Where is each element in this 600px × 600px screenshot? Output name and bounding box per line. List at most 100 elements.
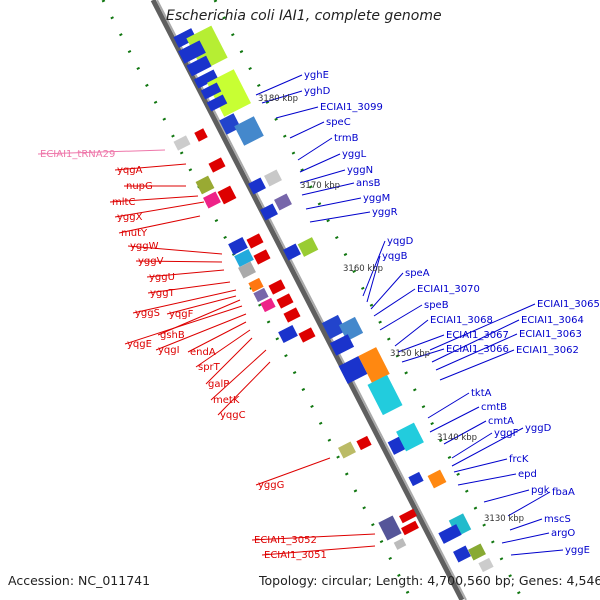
forward-gene-connector — [451, 427, 524, 467]
topology-text: Topology: circular; Length: 4,700,560 bp… — [259, 573, 600, 588]
forward-gene-connector — [299, 153, 341, 173]
reverse-gene-label: yggX — [117, 212, 143, 223]
forward-gene-connector — [435, 333, 518, 371]
trna-connector — [37, 149, 166, 155]
reverse-gene-connector — [217, 361, 271, 416]
genome-title: Escherichia coli IAI1, complete genome — [166, 8, 442, 24]
reverse-gene-block — [393, 538, 407, 550]
feature-layer — [173, 25, 494, 573]
forward-gene-block — [468, 543, 486, 561]
reverse-gene-connector — [135, 260, 223, 263]
reverse-gene-block — [246, 233, 264, 249]
forward-gene-label: yggM — [363, 193, 390, 204]
forward-gene-label: speC — [326, 117, 351, 128]
reverse-gene-label: yggT — [150, 288, 176, 299]
forward-gene-connector — [443, 420, 487, 445]
reverse-gene-connector — [261, 545, 376, 556]
reverse-gene-label: yggW — [130, 241, 159, 252]
reverse-gene-block — [194, 128, 208, 142]
reverse-gene-connector — [114, 163, 187, 171]
forward-gene-connector — [379, 304, 423, 331]
forward-gene-block — [264, 169, 282, 187]
forward-gene-label: yghD — [304, 86, 331, 97]
reverse-gene-label: sprT — [198, 362, 221, 373]
reverse-gene-connector — [166, 295, 237, 315]
forward-gene-label: fbaA — [552, 487, 575, 498]
forward-gene-connector — [366, 255, 381, 303]
forward-gene-connector — [297, 137, 333, 161]
reverse-gene-block — [208, 157, 226, 173]
position-tick-label: 3140 kbp — [437, 433, 477, 443]
reverse-gene-block — [248, 277, 264, 293]
forward-gene-block — [178, 40, 206, 64]
forward-gene-label: ECIAI1_3068 — [430, 315, 493, 326]
reverse-gene-block — [228, 237, 248, 255]
reverse-gene-block — [173, 135, 191, 151]
forward-gene-block — [478, 557, 494, 573]
reverse-gene-block — [378, 515, 402, 541]
forward-gene-connector — [483, 489, 530, 503]
forward-gene-block — [186, 25, 228, 71]
forward-gene-connector — [309, 211, 371, 223]
position-tick-label: 3150 kbp — [390, 349, 430, 359]
forward-gene-connector — [453, 458, 508, 473]
reverse-gene-label: galP — [208, 379, 229, 390]
forward-gene-label: mscS — [544, 514, 571, 525]
reverse-gene-connector — [187, 321, 247, 353]
forward-gene-block — [329, 334, 355, 356]
forward-gene-label: ECIAI1_3064 — [521, 315, 584, 326]
reverse-gene-block — [253, 249, 271, 265]
reverse-gene-block — [283, 307, 301, 323]
position-tick-label: 3170 kbp — [300, 181, 340, 191]
forward-gene-block — [186, 55, 212, 77]
reverse-gene-label: yggU — [149, 272, 175, 283]
reverse-gene-block — [253, 287, 269, 303]
forward-gene-connector — [501, 532, 550, 544]
reverse-gene-connector — [109, 195, 199, 203]
forward-gene-label: ECIAI1_3065 — [537, 299, 600, 310]
reverse-gene-connector — [155, 313, 247, 351]
reverse-gene-label: mutY — [121, 228, 148, 239]
reverse-gene-label: yggV — [138, 256, 164, 267]
forward-gene-label: yggL — [342, 149, 367, 160]
forward-gene-connector — [401, 348, 445, 363]
reverse-gene-connector — [210, 349, 267, 401]
forward-gene-label: argO — [551, 528, 575, 539]
forward-gene-block — [207, 69, 251, 117]
genome-backbone-shadow — [156, 0, 467, 600]
forward-gene-connector — [373, 288, 416, 317]
forward-gene-block — [248, 177, 266, 195]
reverse-gene-label: yqgC — [220, 410, 246, 421]
reverse-gene-block — [298, 327, 316, 343]
forward-gene-block — [367, 374, 403, 416]
forward-gene-block — [283, 243, 301, 261]
forward-gene-label: yggE — [565, 545, 590, 556]
reverse-gene-label: mltC — [112, 197, 135, 208]
forward-gene-label: yghE — [304, 70, 329, 81]
forward-gene-label: ECIAI1_3067 — [446, 330, 509, 341]
reverse-gene-label: yggS — [135, 308, 160, 319]
forward-gene-connector — [439, 349, 515, 381]
forward-gene-block — [338, 356, 368, 384]
reverse-gene-label: endA — [190, 347, 216, 358]
forward-gene-connector — [427, 392, 470, 419]
forward-gene-connector — [397, 334, 445, 353]
forward-gene-connector — [301, 182, 355, 196]
reverse-gene-connector — [132, 289, 237, 314]
reverse-gene-label: nupG — [126, 181, 153, 192]
forward-gene-block — [396, 422, 424, 452]
reverse-gene-connector — [114, 201, 205, 218]
reverse-gene-label: ECIAI1_3052 — [254, 535, 317, 546]
forward-gene-label: epd — [518, 469, 537, 480]
forward-gene-label: yggF — [494, 428, 519, 439]
forward-gene-connector — [299, 169, 346, 184]
reverse-gene-block — [356, 435, 372, 451]
reverse-gene-block — [234, 249, 254, 267]
forward-gene-label: ECIAI1_3062 — [516, 345, 579, 356]
forward-gene-block — [234, 116, 264, 146]
genome-backbone — [150, 0, 465, 600]
forward-gene-label: speB — [424, 300, 449, 311]
reverse-gene-connector — [255, 457, 331, 486]
forward-gene-connector — [255, 74, 303, 96]
forward-gene-connector — [370, 272, 404, 310]
